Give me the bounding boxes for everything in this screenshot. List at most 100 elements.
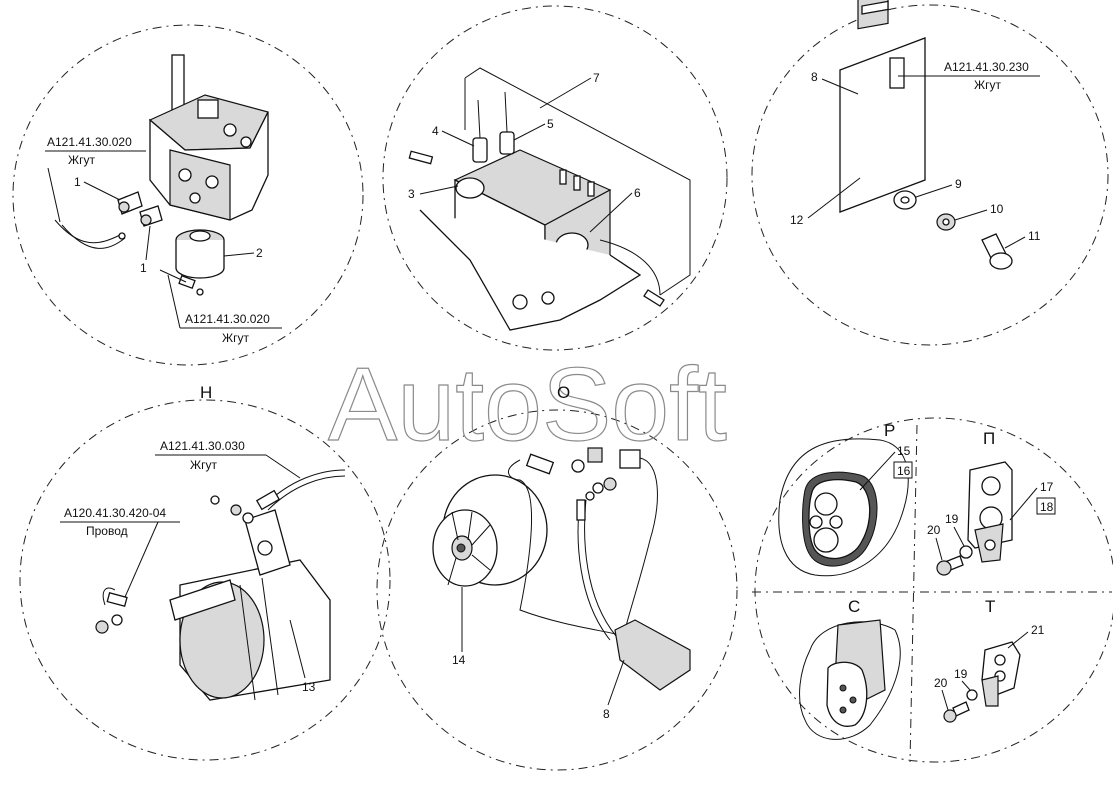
callout-8b: 8	[603, 659, 625, 721]
port-hole	[205, 175, 219, 189]
pump-base	[419, 209, 642, 331]
svg-text:А120.41.30.420-04: А120.41.30.420-04	[64, 506, 166, 520]
callout-11: 11	[1004, 229, 1041, 249]
svg-text:7: 7	[593, 71, 600, 85]
callout-18: 18	[1036, 497, 1056, 515]
wire-terminal	[106, 592, 128, 607]
code-label-a120-420: А120.41.30.420-04 Провод	[60, 506, 180, 598]
nut	[603, 477, 617, 491]
svg-text:21: 21	[1031, 623, 1045, 637]
code-label-a121-020-bottom: А121.41.30.020 Жгут	[167, 274, 282, 345]
svg-text:2: 2	[256, 246, 263, 260]
detail-circle-top-left	[12, 24, 364, 366]
code-label-a121-020-top: А121.41.30.020 Жгут	[45, 135, 146, 223]
terminal-block-panel	[839, 0, 1013, 270]
callout-19a: 19	[945, 512, 965, 547]
callout-16: 16	[893, 461, 913, 479]
callout-15: 15	[859, 444, 911, 491]
valve-assembly	[408, 67, 691, 331]
svg-text:19: 19	[954, 667, 968, 681]
svg-text:6: 6	[634, 186, 641, 200]
small-terminal	[576, 499, 586, 521]
callout-8a: 8	[811, 70, 859, 95]
view-label-o: О	[557, 383, 570, 402]
harness-wire	[61, 224, 126, 249]
ring-terminal	[196, 288, 204, 296]
callout-5: 5	[513, 117, 554, 141]
wire	[102, 587, 116, 606]
port-hole	[178, 168, 192, 182]
svg-text:9: 9	[955, 177, 962, 191]
cable-hole	[809, 515, 823, 529]
svg-text:11: 11	[1028, 229, 1041, 243]
svg-text:15: 15	[897, 444, 911, 458]
harness-wire	[54, 219, 121, 244]
harness-cable	[577, 499, 611, 641]
bolt	[541, 291, 555, 305]
svg-text:А121.41.30.020: А121.41.30.020	[185, 312, 270, 326]
clamp-17-hole	[981, 476, 1001, 496]
detail-circle-bottom-left	[19, 399, 391, 761]
view-label-n: Н	[200, 383, 212, 402]
pipe	[599, 239, 661, 296]
harness-cable	[584, 499, 617, 637]
cable-hole	[814, 492, 838, 516]
bolt	[512, 294, 528, 310]
bolt-20-head	[936, 560, 952, 576]
mounting-panel	[839, 37, 926, 213]
callout-14: 14	[452, 587, 466, 667]
detail-circle-bottom-center	[376, 409, 738, 771]
washer-9-hole	[900, 196, 910, 204]
nut	[587, 447, 603, 463]
terminal-strip	[861, 0, 889, 15]
callout-7: 7	[539, 71, 600, 109]
starter-band	[239, 584, 256, 701]
mounting-bracket	[464, 67, 691, 296]
small-bolt	[408, 150, 434, 165]
sensor-4	[472, 137, 488, 163]
sensor-wire	[504, 91, 508, 133]
sensor-wire	[477, 99, 481, 139]
quadrant-divider-vertical	[909, 424, 918, 763]
terminal-tab	[559, 169, 567, 185]
svg-text:18: 18	[1040, 500, 1054, 514]
callout-13: 13	[289, 619, 316, 694]
callout-6: 6	[589, 186, 641, 233]
sensor-5	[499, 131, 515, 155]
pump-port	[455, 177, 485, 199]
callout-21: 21	[1007, 623, 1045, 649]
detail-circle-top-center	[382, 5, 728, 351]
svg-text:19: 19	[945, 512, 959, 526]
filter-cap	[189, 230, 211, 242]
svg-text:4: 4	[432, 124, 439, 138]
svg-text:5: 5	[547, 117, 554, 131]
washer	[242, 512, 254, 524]
cable-hole	[813, 527, 839, 553]
clamp-21-hole	[994, 654, 1006, 666]
view-label-p: П	[983, 429, 995, 448]
washer-19	[966, 689, 978, 701]
wire-terminal	[118, 232, 126, 240]
view-label-r: Р	[884, 421, 895, 440]
detail-circle-bottom-right	[754, 417, 1113, 763]
bolt-20-head	[943, 709, 957, 723]
sensor-nut	[140, 214, 152, 226]
harness-sleeve	[614, 619, 691, 691]
distributor-front-face	[169, 149, 231, 221]
pulley-nut	[456, 543, 466, 553]
svg-text:Жгут: Жгут	[68, 153, 95, 167]
svg-text:20: 20	[927, 523, 941, 537]
cable-hole	[849, 696, 857, 704]
callout-17: 17	[1009, 480, 1054, 521]
svg-text:Жгут: Жгут	[974, 78, 1001, 92]
view-label-s: С	[848, 597, 860, 616]
svg-text:А121.41.30.030: А121.41.30.030	[160, 439, 245, 453]
svg-text:Жгут: Жгут	[190, 458, 217, 472]
view-r-outline	[778, 438, 909, 577]
sensor-nut	[118, 201, 130, 213]
svg-text:Провод: Провод	[86, 524, 128, 538]
clamp-views	[778, 438, 1021, 740]
callout-1a: 1	[74, 175, 121, 201]
bolt-head	[240, 136, 252, 148]
harness-sleeve	[255, 489, 281, 511]
